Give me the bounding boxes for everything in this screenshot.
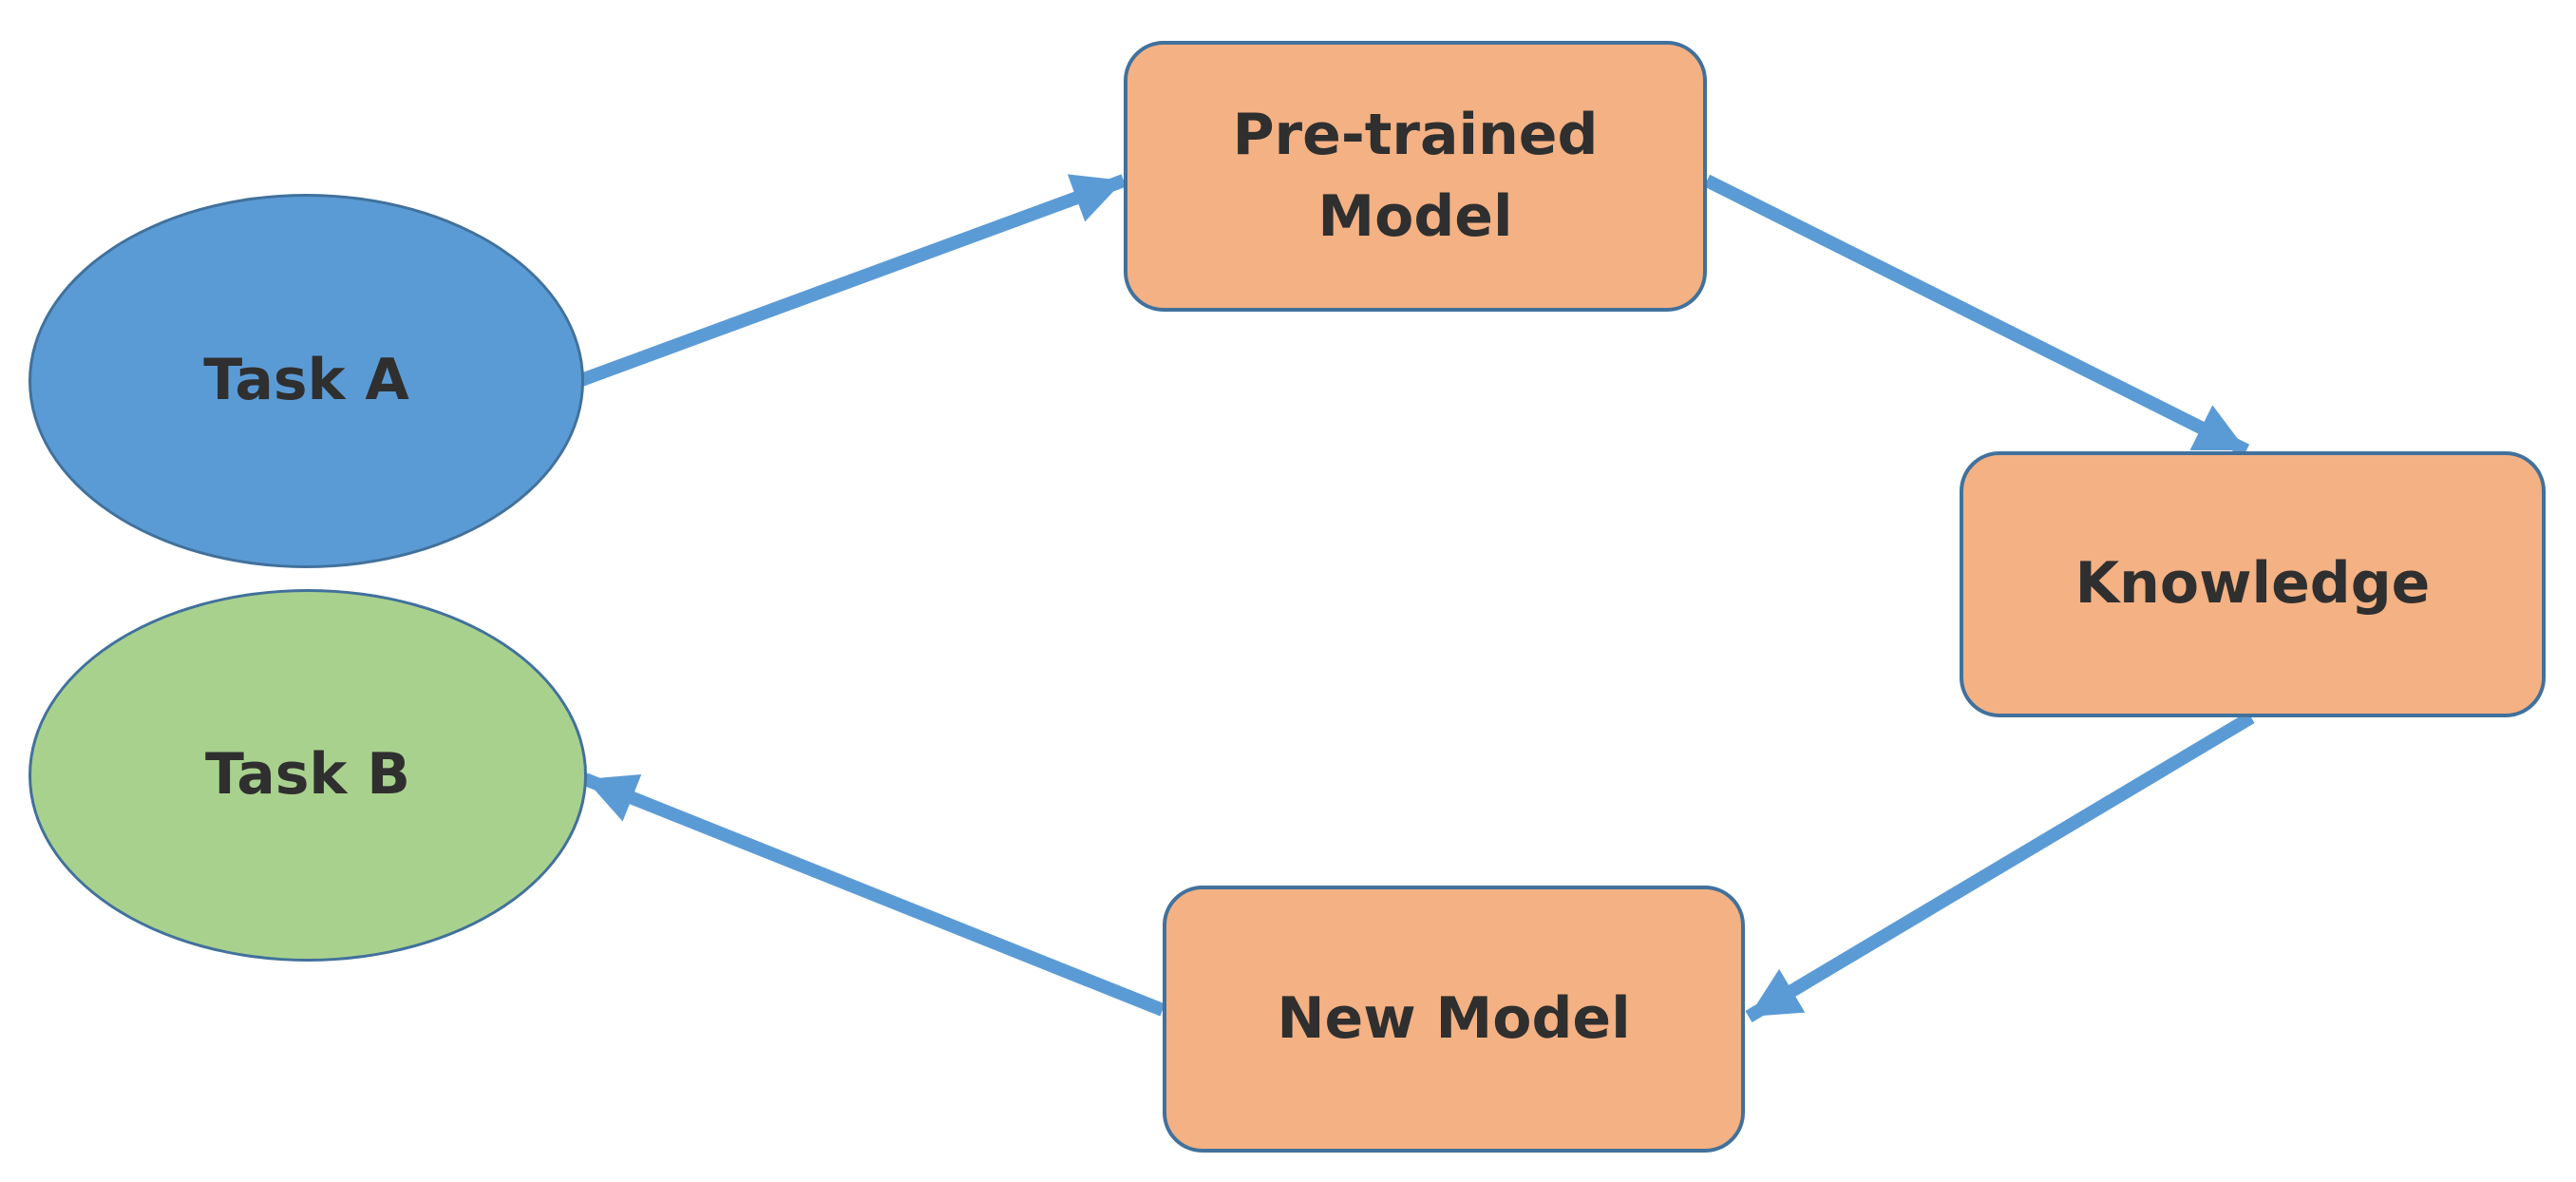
node-task-a-label: Task A: [203, 347, 409, 414]
node-knowledge: Knowledge: [1960, 451, 2546, 717]
node-pretrained-model: Pre-trained Model: [1124, 41, 1707, 312]
node-new-model: New Model: [1163, 886, 1745, 1153]
node-task-b-label: Task B: [205, 741, 410, 809]
arrow-new-model-to-task-b: [582, 772, 1165, 1017]
node-task-b: Task B: [28, 589, 587, 962]
arrow-knowledge-to-new-model: [1745, 711, 2255, 1023]
node-knowledge-label: Knowledge: [2074, 550, 2431, 618]
arrow-pretrained-model-to-knowledge: [1703, 174, 2250, 457]
arrow-task-a-to-pretrained-model: [578, 174, 1127, 387]
node-pretrained-model-label: Pre-trained Model: [1232, 102, 1599, 250]
node-task-a: Task A: [28, 194, 584, 568]
node-new-model-label: New Model: [1277, 984, 1631, 1052]
